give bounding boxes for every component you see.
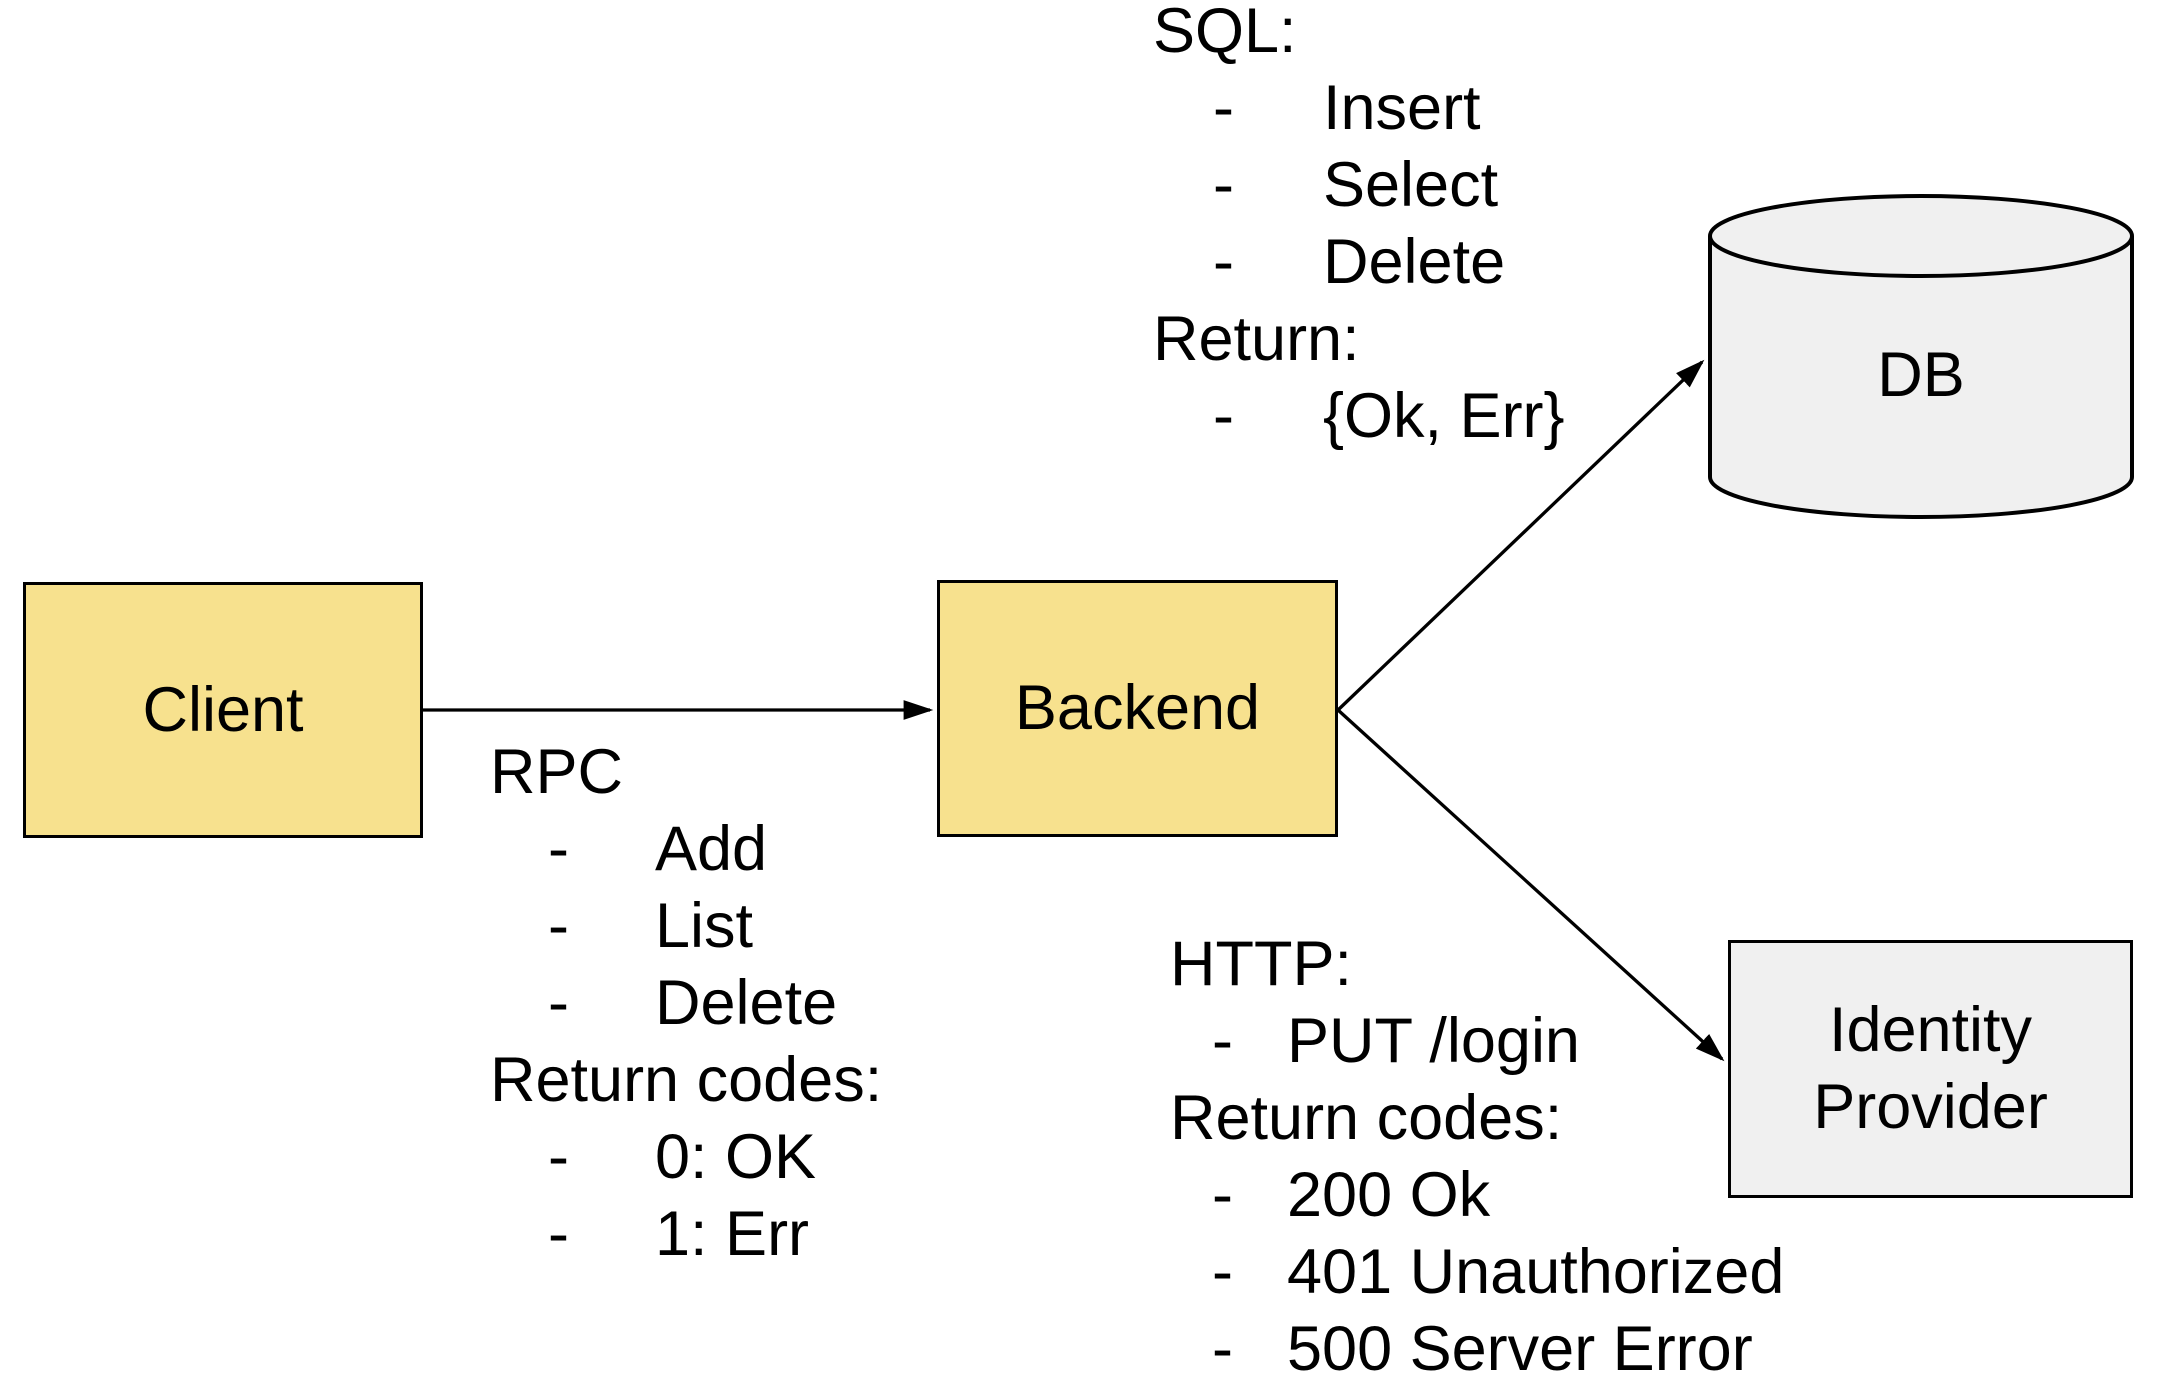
sql-annotation-title: SQL: bbox=[1153, 0, 1297, 66]
bullet-dash: - bbox=[1213, 381, 1234, 451]
bullet-dash: - bbox=[548, 814, 569, 884]
rpc-return-title: Return codes: bbox=[490, 1045, 883, 1115]
bullet-item-label: Add bbox=[655, 814, 768, 884]
rpc-annotation-title: RPC bbox=[490, 737, 624, 807]
bullet-item: - 500 Server Error bbox=[1170, 1311, 1753, 1388]
bullet-item-label: 500 Server Error bbox=[1287, 1314, 1753, 1384]
bullet-item-label: List bbox=[655, 891, 754, 961]
backend-db-arrow bbox=[1336, 359, 1705, 712]
bullet-dash: - bbox=[548, 1199, 569, 1269]
bullet-item: - List bbox=[490, 888, 882, 965]
bullet-item: - Add bbox=[490, 811, 882, 888]
bullet-item-label: Delete bbox=[655, 968, 838, 1038]
bullet-dash: - bbox=[1212, 1160, 1233, 1230]
db-node-label: DB bbox=[1877, 339, 1965, 410]
bullet-item-label: Select bbox=[1323, 150, 1499, 220]
bullet-item-label: 200 Ok bbox=[1287, 1160, 1491, 1230]
bullet-dash: - bbox=[1212, 1237, 1233, 1307]
client-node-label: Client bbox=[142, 674, 304, 745]
bullet-dash: - bbox=[1212, 1314, 1233, 1384]
bullet-item: - Delete bbox=[1153, 224, 1505, 301]
sql-return-title: Return: bbox=[1153, 304, 1360, 374]
bullet-dash: - bbox=[548, 1122, 569, 1192]
bullet-item-label: {Ok, Err} bbox=[1323, 381, 1565, 451]
bullet-item-label: Insert bbox=[1323, 73, 1481, 143]
bullet-item-label: PUT /login bbox=[1287, 1006, 1580, 1076]
bullet-item: - {Ok, Err} bbox=[1153, 378, 1565, 455]
bullet-item-label: 1: Err bbox=[655, 1199, 810, 1269]
backend-node-label: Backend bbox=[1014, 673, 1261, 743]
bullet-dash: - bbox=[1213, 227, 1234, 297]
bullet-item: - Insert bbox=[1153, 70, 1481, 147]
bullet-item: - 401 Unauthorized bbox=[1170, 1234, 1784, 1311]
bullet-item-label: 401 Unauthorized bbox=[1287, 1237, 1785, 1307]
bullet-item-label: Delete bbox=[1323, 227, 1506, 297]
bullet-dash: - bbox=[1213, 150, 1234, 220]
client-node: Client bbox=[23, 582, 423, 838]
bullet-item: - PUT /login bbox=[1170, 1003, 1580, 1080]
bullet-item: - 200 Ok bbox=[1170, 1157, 1562, 1234]
backend-node: Backend bbox=[937, 580, 1338, 837]
db-cylinder bbox=[1708, 194, 2134, 519]
sql-annotation: SQL: - Insert - Select - Delete Return: … bbox=[1153, 0, 1565, 455]
bullet-dash: - bbox=[1213, 73, 1234, 143]
rpc-annotation: RPC - Add - List - Delete Return codes: … bbox=[490, 734, 882, 1273]
bullet-dash: - bbox=[548, 968, 569, 1038]
http-return-title: Return codes: bbox=[1170, 1083, 1563, 1153]
backend-idp-arrow bbox=[1336, 708, 1725, 1062]
bullet-item: - Select bbox=[1153, 147, 1498, 224]
http-annotation-title: HTTP: bbox=[1170, 929, 1352, 999]
bullet-dash: - bbox=[1212, 1006, 1233, 1076]
identity-provider-node: Identity Provider bbox=[1728, 940, 2133, 1198]
bullet-item: - 1: Err bbox=[490, 1196, 882, 1273]
bullet-item: - Delete bbox=[490, 965, 882, 1042]
identity-provider-node-label: Identity Provider bbox=[1813, 995, 2048, 1142]
http-annotation: HTTP: - PUT /login Return codes: - 200 O… bbox=[1170, 926, 1784, 1388]
bullet-dash: - bbox=[548, 891, 569, 961]
bullet-item-label: 0: OK bbox=[655, 1122, 817, 1192]
bullet-item: - 0: OK bbox=[490, 1119, 882, 1196]
